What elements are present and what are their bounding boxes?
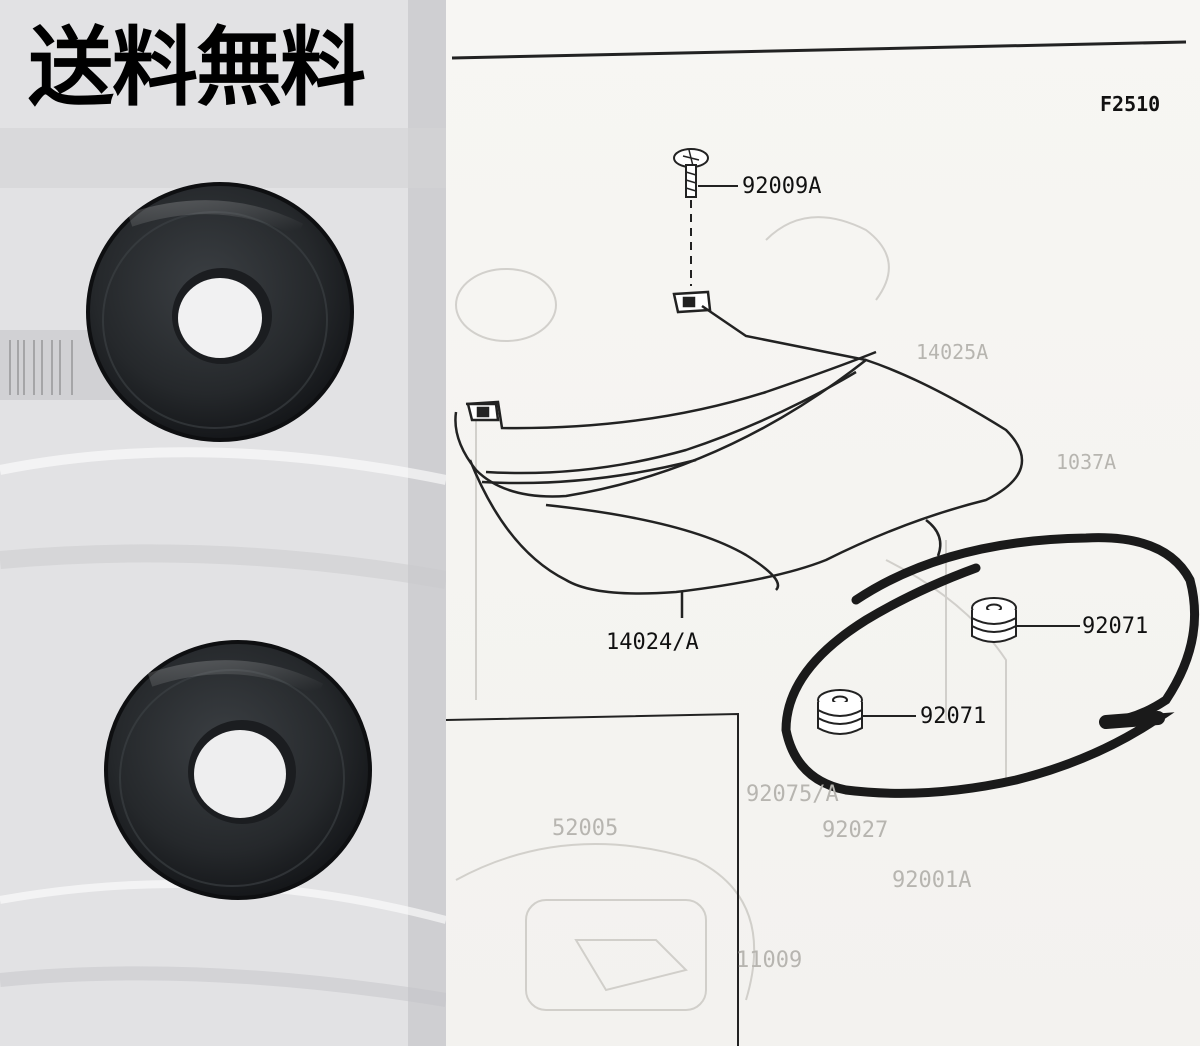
callout-grommet-top: 92071 — [1082, 614, 1149, 639]
ghost-label-4: 52005 — [552, 816, 619, 841]
ghost-label-5: 11009 — [736, 948, 803, 973]
parts-diagram-art — [446, 40, 1199, 1046]
callout-cover: 14024/A — [606, 630, 699, 655]
product-photo: 送料無料 — [0, 0, 446, 1046]
grommet-photo-top — [86, 182, 354, 442]
screw-drawing — [673, 148, 738, 286]
parts-diagram: 92075/A 92027 92001A 52005 11009 14025A … — [446, 0, 1200, 1046]
grommet-photo-bottom — [104, 640, 372, 900]
highlight-circle — [781, 533, 1199, 798]
ghost-label-3: 92001A — [892, 868, 972, 893]
callout-grommet-bottom: 92071 — [920, 704, 987, 729]
grommet-drawings — [817, 597, 1080, 735]
ghost-label-7: 1037A — [1056, 450, 1117, 474]
cover-drawing — [454, 290, 1024, 618]
ghost-label-1: 92075/A — [746, 782, 839, 807]
bag-photo-art — [0, 0, 446, 1046]
figure-code: F2510 — [1100, 92, 1161, 116]
callout-screw: 92009A — [742, 174, 822, 199]
ghost-label-2: 92027 — [822, 818, 889, 843]
free-shipping-text: 送料無料 — [28, 17, 366, 118]
ghost-label-6: 14025A — [916, 340, 989, 364]
